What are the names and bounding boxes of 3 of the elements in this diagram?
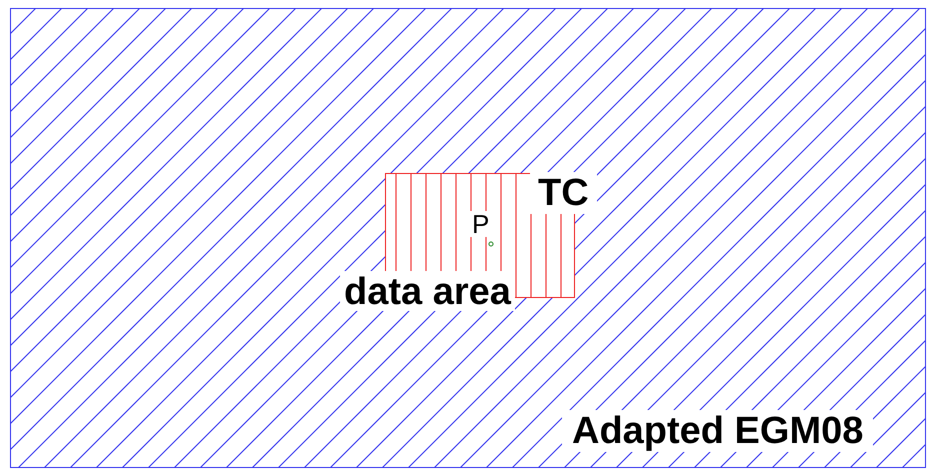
area-label: data area	[340, 271, 515, 311]
area-label: Adapted EGM08	[562, 410, 874, 452]
area-label: TC	[530, 172, 597, 214]
